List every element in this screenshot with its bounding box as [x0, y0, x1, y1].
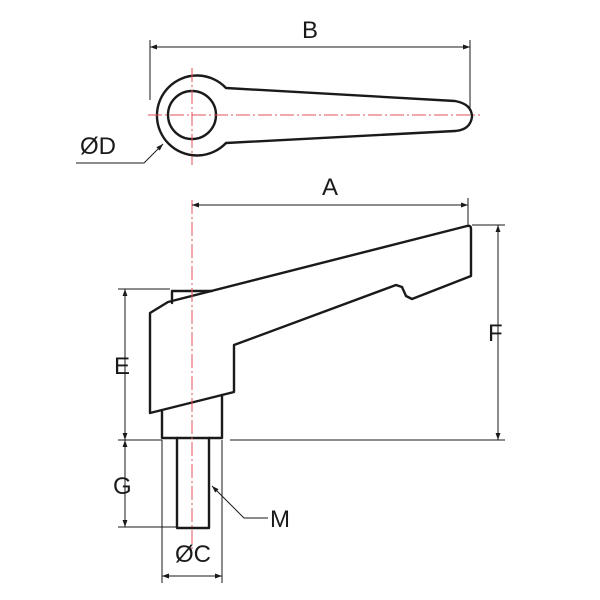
dimension-a-label: A — [322, 174, 338, 201]
dimension-g-label: G — [113, 473, 132, 500]
top-view-lever-outline — [155, 74, 474, 157]
dimension-d-label: ØD — [80, 133, 116, 160]
hub-top-collar — [170, 289, 214, 305]
side-view: A F E G ØC M — [113, 174, 505, 583]
thread-m-leader — [211, 485, 268, 519]
dimension-f-label: F — [488, 320, 503, 347]
dimension-b-label: B — [302, 17, 318, 44]
thread-m-label: M — [270, 506, 290, 533]
dimension-e-label: E — [114, 353, 130, 380]
top-view: B ØD — [76, 17, 480, 165]
threaded-stud — [175, 436, 211, 530]
side-view-lever-outline — [148, 224, 473, 415]
dimension-c-label: ØC — [175, 541, 211, 568]
dimension-d-leader — [76, 143, 164, 164]
